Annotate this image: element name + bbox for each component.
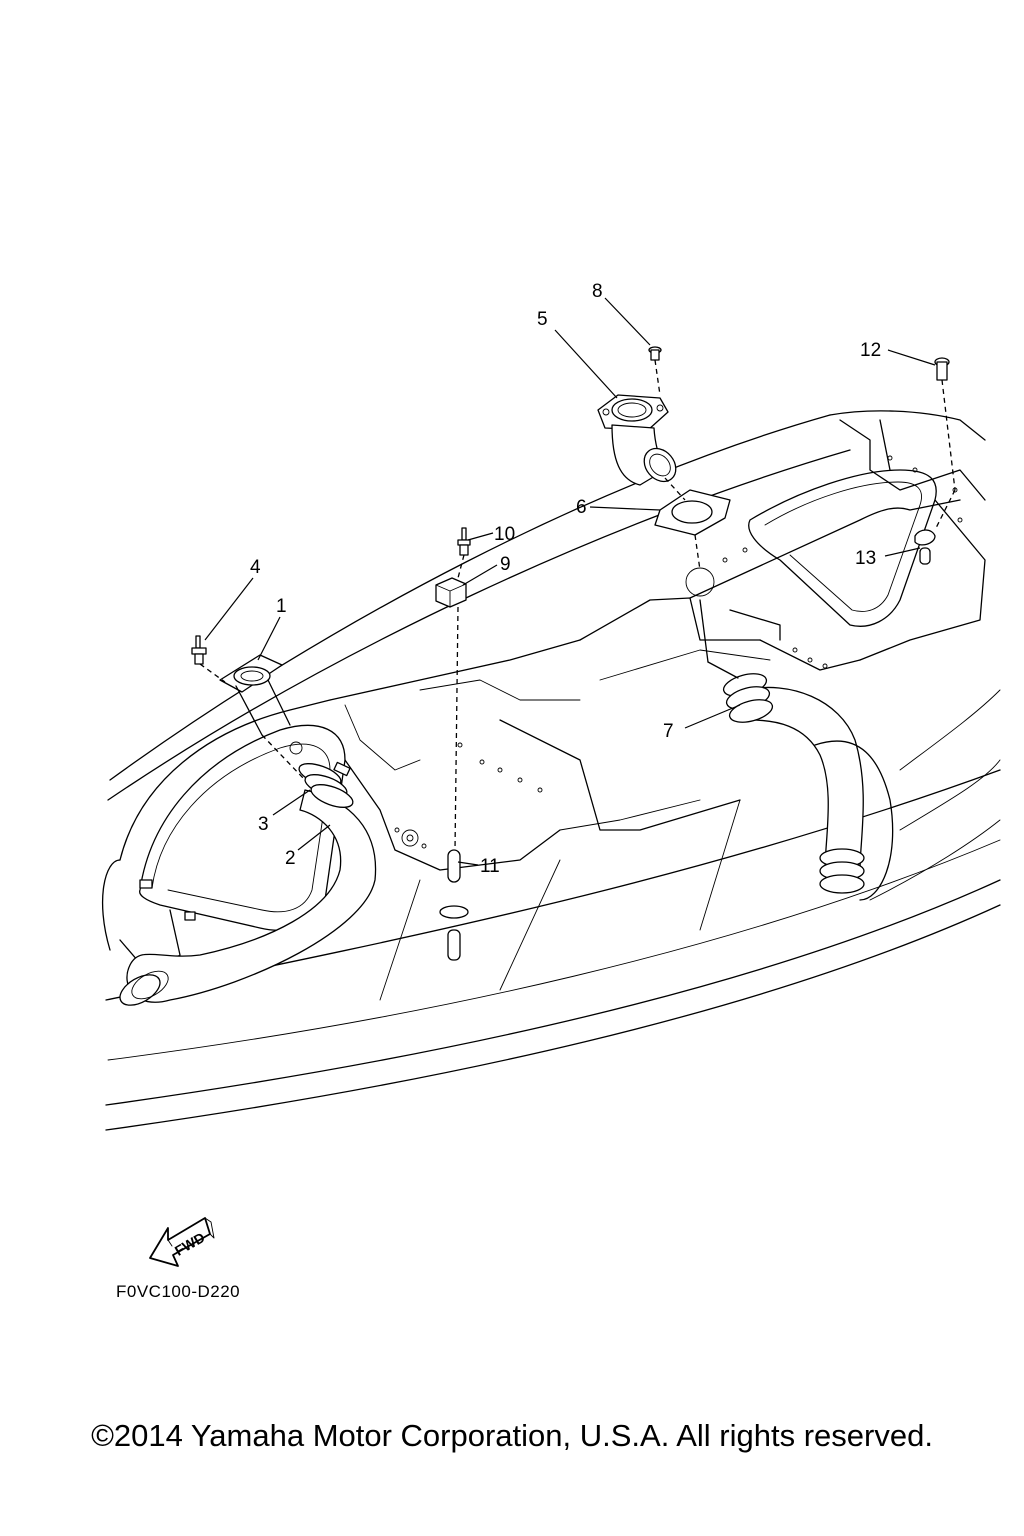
part-3-clamp [298,761,354,808]
part-10-pin [457,527,471,556]
callout-3: 3 [258,814,269,835]
callout-8: 8 [592,281,603,302]
part-9-block [435,577,467,608]
callout-12: 12 [860,340,881,361]
part-13-clip [914,529,936,565]
diagram-code: F0VC100-D220 [116,1282,241,1301]
callout-11: 11 [480,856,500,877]
fwd-label: FWD [172,1229,208,1259]
fwd-arrow-icon: FWD [149,1217,215,1267]
callout-13: 13 [855,548,876,569]
part-6-gasket [654,489,731,536]
assembly-lines [199,359,956,851]
callout-5: 5 [537,309,548,330]
callout-10: 10 [494,524,515,545]
callout-2: 2 [285,848,296,869]
deck-holes [289,455,963,849]
callout-4: 4 [250,557,261,578]
part-4-rivet [191,635,207,665]
callout-9: 9 [500,554,511,575]
callout-1: 1 [276,596,287,617]
hull-outline [101,410,1001,1131]
part-8-screw [648,346,662,361]
part-2-hose [119,789,377,1006]
part-12-bolt [934,357,950,381]
copyright-notice: ©2014 Yamaha Motor Corporation, U.S.A. A… [91,1418,933,1453]
part-1-flange [219,654,291,736]
callout-6: 6 [576,497,587,518]
part-7-hose [722,673,894,901]
callout-labels: 1 2 3 4 5 6 7 8 9 10 11 12 13 [250,281,881,877]
leader-lines [204,297,936,866]
callout-7: 7 [663,721,674,742]
part-5-elbow [597,394,677,486]
part-11-pipe [439,849,469,961]
